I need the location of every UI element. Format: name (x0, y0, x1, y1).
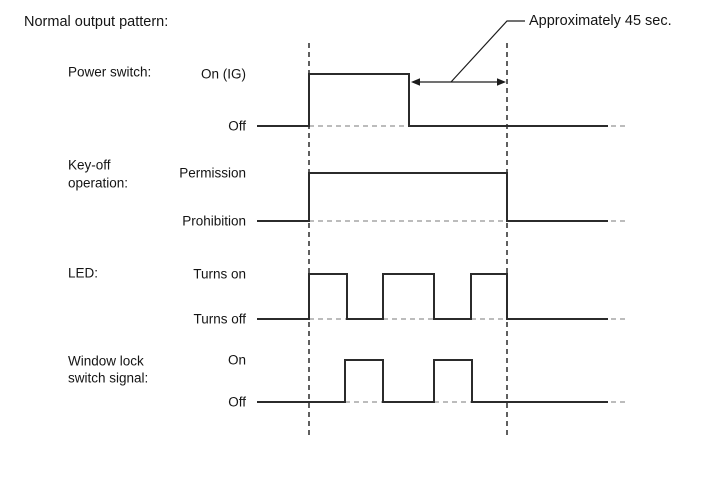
group-label-key-off-operation: operation: (68, 176, 128, 191)
row-labels: Power switch:On (IG)OffKey-offoperation:… (68, 65, 246, 410)
group-label-window-lock-switch-signal: Window lock (68, 354, 144, 369)
level-label-high-led: Turns on (193, 267, 246, 282)
group-label-power-switch: Power switch: (68, 65, 151, 80)
group-label-window-lock-switch-signal: switch signal: (68, 371, 148, 386)
arrowhead-left-icon (411, 78, 420, 86)
page-title: Normal output pattern: (24, 14, 168, 30)
annotation: Approximately 45 sec. (450, 13, 672, 83)
signal-led (257, 273, 608, 320)
level-label-low-power-switch: Off (228, 119, 246, 134)
group-label-key-off-operation: Key-off (68, 158, 111, 173)
level-label-high-key-off-operation: Permission (179, 166, 246, 181)
group-label-led: LED: (68, 266, 98, 281)
level-label-high-power-switch: On (IG) (201, 67, 246, 82)
signal-power-switch (257, 73, 608, 127)
signal-key-off-operation (257, 172, 608, 222)
duration-arrow (411, 78, 506, 86)
arrowhead-right-icon (497, 78, 506, 86)
level-label-low-led: Turns off (193, 312, 246, 327)
level-label-low-window-lock-switch-signal: Off (228, 395, 246, 410)
level-label-low-key-off-operation: Prohibition (182, 214, 246, 229)
waveforms (257, 73, 627, 403)
level-label-high-window-lock-switch-signal: On (228, 353, 246, 368)
annotation-label: Approximately 45 sec. (529, 13, 672, 29)
annotation-leader-line (450, 20, 525, 83)
signal-window-lock-switch-signal (257, 359, 608, 403)
